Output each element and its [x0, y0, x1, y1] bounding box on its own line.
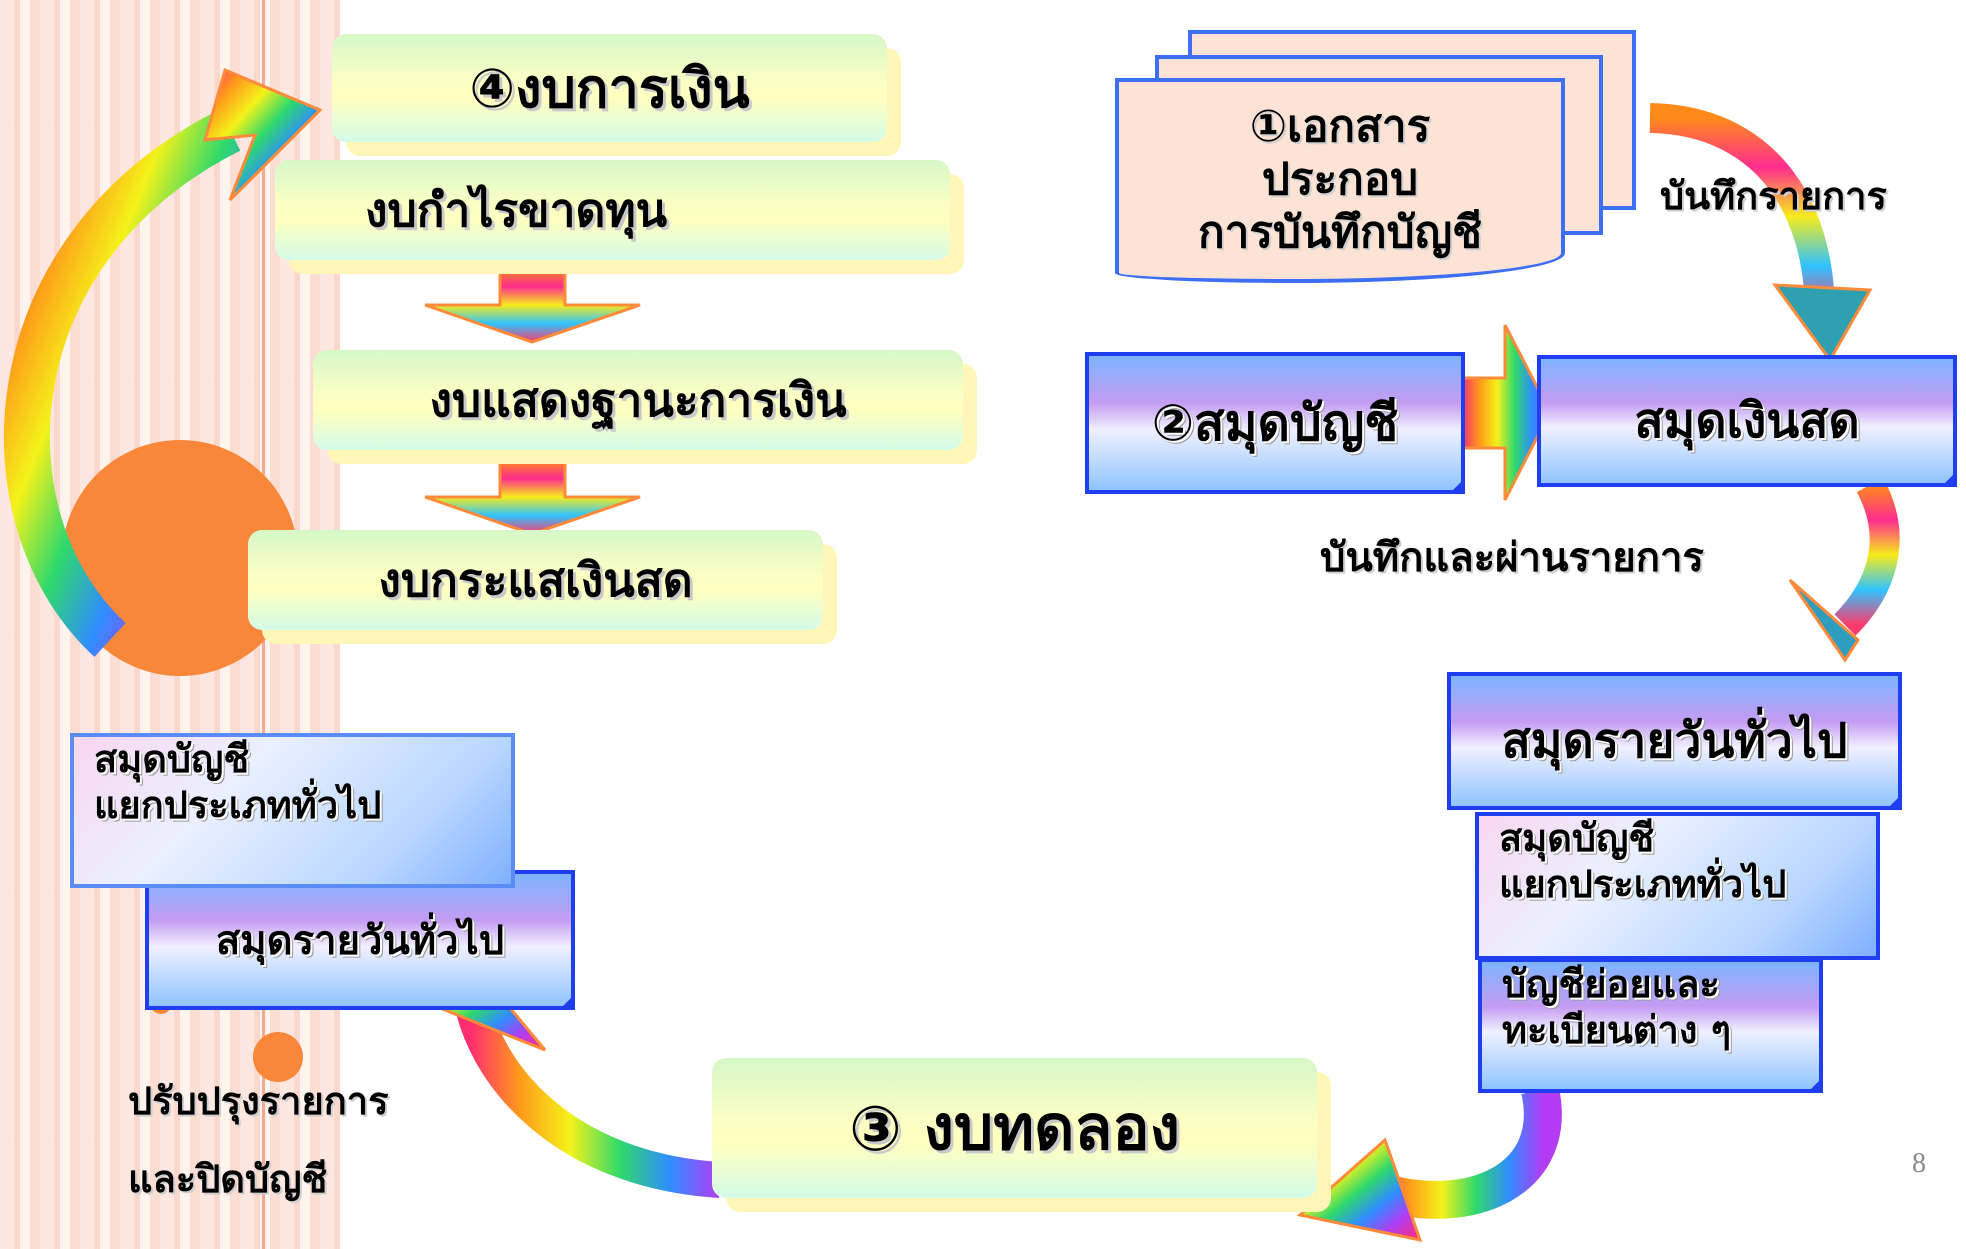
arrow-right-down — [1788, 477, 1900, 663]
step-number-2: ② — [1151, 394, 1195, 452]
cash-book-box: สมุดเงินสด — [1537, 355, 1957, 487]
page-fold — [559, 994, 575, 1010]
cash-flow-box: งบกระแสเงินสด — [248, 530, 823, 630]
page-fold — [1886, 794, 1902, 810]
adjust-close-label: ปรับปรุงรายการ และปิดบัญชี — [128, 1062, 389, 1218]
left-general-journal-label: สมุดรายวันทั่วไป — [215, 918, 505, 964]
adjust-close-line1: ปรับปรุงรายการ — [128, 1079, 389, 1123]
step-number-4: ④ — [469, 56, 516, 120]
decorative-circle-small — [253, 1032, 303, 1082]
right-general-journal-label: สมุดรายวันทั่วไป — [1501, 713, 1848, 769]
record-transactions-label: บันทึกรายการ — [1660, 174, 1887, 218]
subsidiary-ledger-box: บัญชีย่อยและ ทะเบียนต่าง ๆ — [1478, 958, 1823, 1093]
record-and-post-label: บันทึกและผ่านรายการ — [1320, 535, 1704, 581]
left-general-ledger-line2: แยกประเภททั่วไป — [94, 782, 382, 827]
arrow-bottom-right — [1296, 1085, 1562, 1243]
page-number: 8 — [1912, 1148, 1926, 1179]
step-number-3: ③ — [849, 1091, 902, 1165]
page-fold — [1807, 1077, 1823, 1093]
source-documents-line3: การบันทึกบัญชี — [1198, 206, 1482, 258]
income-statement-label: งบกำไรขาดทุน — [365, 182, 668, 237]
right-general-ledger-line2: แยกประเภททั่วไป — [1499, 861, 1787, 906]
left-general-ledger-line1: สมุดบัญชี — [94, 737, 250, 781]
page-fold — [1941, 471, 1957, 487]
left-general-ledger-box: สมุดบัญชี แยกประเภททั่วไป — [70, 733, 515, 888]
cash-flow-label: งบกระแสเงินสด — [378, 552, 693, 607]
trial-balance-box: ③ งบทดลอง — [712, 1058, 1317, 1198]
step-number-1: ① — [1249, 101, 1287, 153]
arrow-down-2 — [424, 458, 641, 536]
page-fold — [1449, 478, 1465, 494]
arrow-top-right — [1649, 103, 1873, 363]
balance-sheet-label: งบแสดงฐานะการเงิน — [429, 372, 847, 427]
books-box: ② สมุดบัญชี — [1085, 352, 1465, 494]
right-general-ledger-line1: สมุดบัญชี — [1499, 816, 1655, 860]
left-general-journal-box: สมุดรายวันทั่วไป — [145, 870, 575, 1010]
books-title: สมุดบัญชี — [1194, 393, 1399, 452]
financial-statements-title: งบการเงิน — [515, 57, 750, 120]
trial-balance-title: งบทดลอง — [923, 1091, 1180, 1164]
right-general-ledger-box: สมุดบัญชี แยกประเภททั่วไป — [1475, 812, 1880, 960]
financial-statements-box: ④ งบการเงิน — [332, 34, 887, 142]
income-statement-box: งบกำไรขาดทุน — [275, 160, 950, 260]
arrow-books-right — [1460, 324, 1552, 501]
subsidiary-line2: ทะเบียนต่าง ๆ — [1502, 1007, 1732, 1052]
source-documents-line1: เอกสาร — [1286, 101, 1431, 153]
cash-book-label: สมุดเงินสด — [1634, 393, 1860, 449]
right-general-journal-box: สมุดรายวันทั่วไป — [1447, 672, 1902, 810]
source-documents-line2: ประกอบ — [1261, 154, 1419, 206]
adjust-close-line2: และปิดบัญชี — [128, 1157, 328, 1201]
arrow-down-1 — [424, 266, 641, 344]
subsidiary-line1: บัญชีย่อยและ — [1502, 962, 1720, 1006]
source-documents-box: ①เอกสาร ประกอบ การบันทึกบัญชี — [1115, 78, 1565, 283]
arrow-left-arc — [3, 67, 323, 657]
balance-sheet-box: งบแสดงฐานะการเงิน — [313, 350, 963, 450]
